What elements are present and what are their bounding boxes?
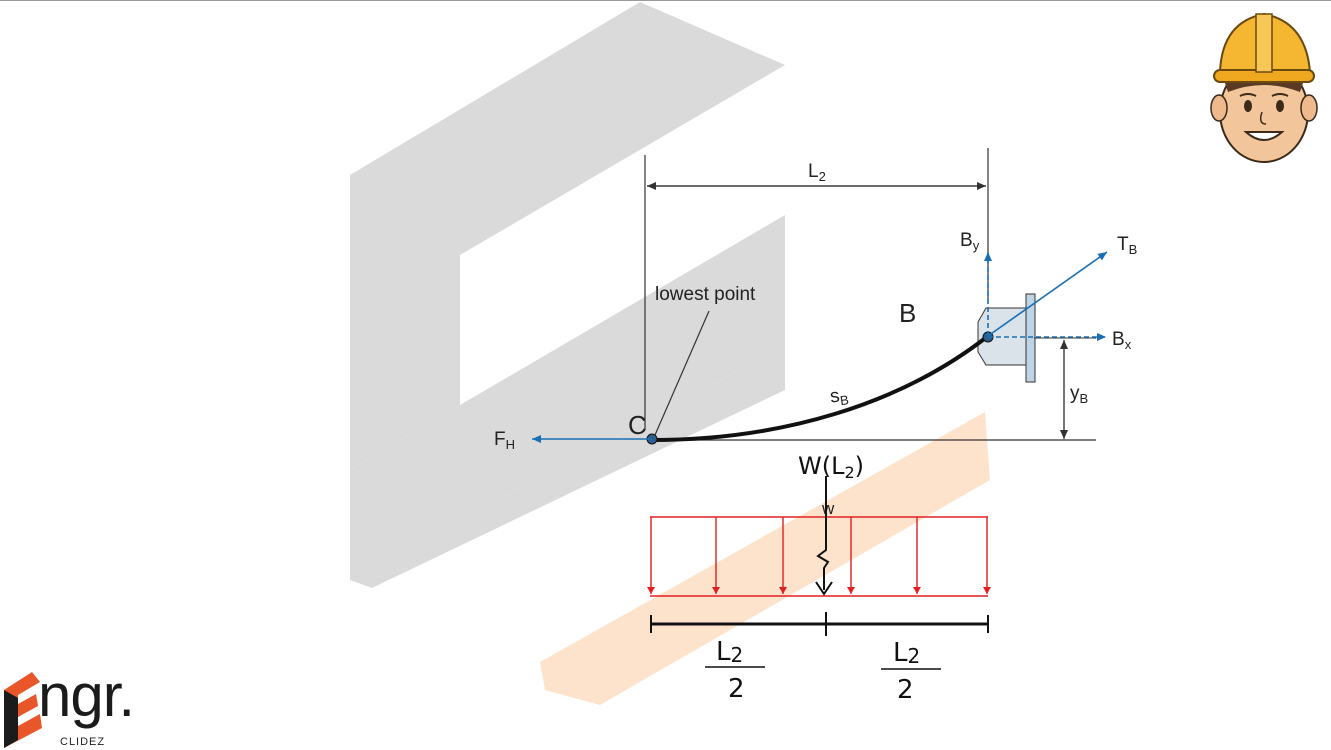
cable-curve (651, 334, 990, 442)
label-half-left-den: 2 (728, 674, 745, 704)
label-by: By (960, 230, 980, 253)
label-point-b: B (899, 298, 916, 328)
label-bx: Bx (1112, 329, 1132, 352)
label-resultant-w: W(L2) (798, 452, 864, 482)
label-fh: FH (494, 429, 515, 452)
engr-e-logo-icon (4, 672, 42, 748)
label-l2-top: L2 (808, 161, 826, 184)
label-half-right-den: 2 (897, 675, 914, 705)
label-yb: yB (1070, 383, 1088, 406)
top-border (0, 0, 1331, 1)
label-tb: TB (1117, 234, 1137, 257)
engineer-face-hardhat-icon (1210, 12, 1318, 163)
force-tb-arrow (987, 251, 1108, 337)
watermark-logo (350, 2, 990, 705)
lowest-point-leader (654, 310, 710, 436)
resultant-arrow (816, 476, 830, 590)
label-lowest-point: lowest point (655, 284, 756, 305)
brand-wordmark: ngr. (38, 662, 135, 729)
brand-subtitle: CLIDEZ (60, 736, 106, 748)
half-span-dimension (650, 612, 989, 636)
label-w-load: w (821, 499, 835, 518)
label-half-left-num: L2 (716, 637, 743, 667)
distributed-load (647, 516, 991, 597)
label-sb: sB (829, 384, 850, 409)
label-point-c: C (628, 410, 647, 440)
label-half-right-num: L2 (893, 638, 920, 668)
